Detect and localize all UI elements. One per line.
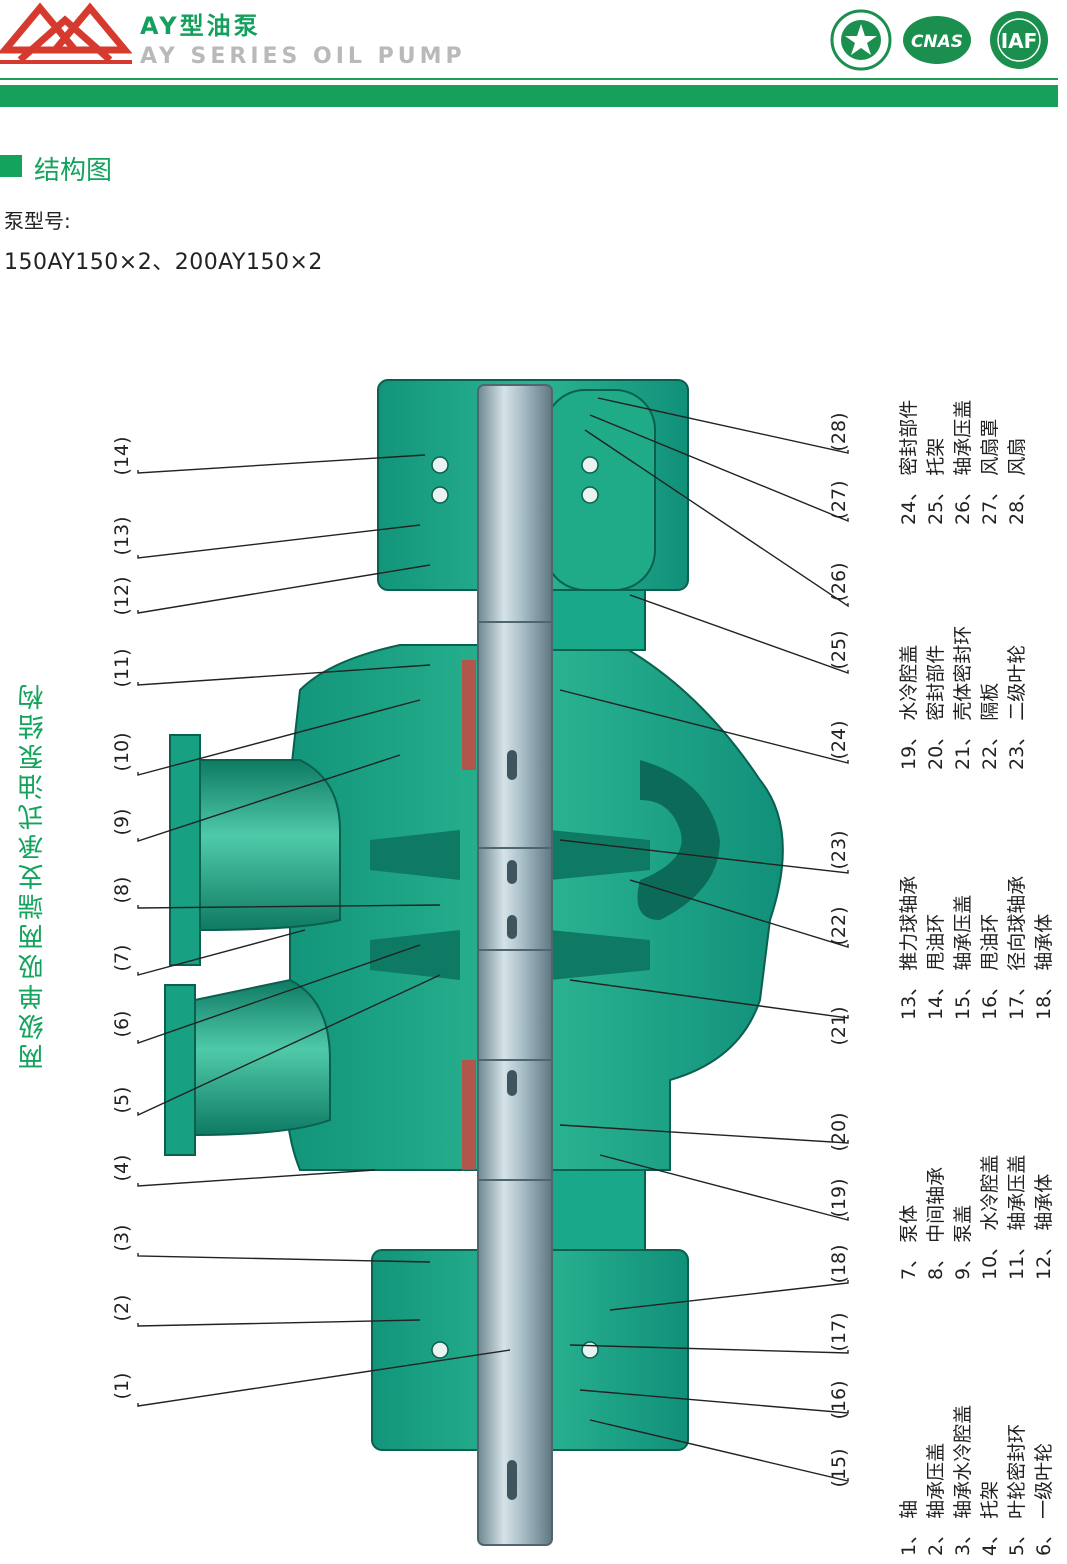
legend-item: 10、 水冷腔盖	[979, 1155, 1001, 1280]
callout-label: (21)	[828, 1006, 850, 1045]
iaf-label: IAF	[1001, 29, 1038, 53]
callout-label: (26)	[828, 562, 850, 601]
legend-item: 5、 叶轮密封环	[1006, 1424, 1028, 1556]
legend-item: 13、 推力球轴承	[898, 876, 920, 1020]
callout-label: (13)	[111, 516, 133, 555]
callout-label: (9)	[111, 809, 133, 836]
inlet-pipe	[199, 759, 341, 932]
cnas-badge-icon: CNAS	[903, 16, 971, 64]
callout-label: (28)	[828, 412, 850, 451]
upper-bracket	[544, 589, 646, 651]
parts-legend: 1、 轴 2、 轴承压盖 3、 轴承水冷腔盖 4、 托架 5、 叶轮密封环 6、…	[898, 400, 1055, 1556]
fan-cover	[544, 389, 656, 591]
legend-item: 16、 甩油环	[979, 914, 1001, 1020]
impeller-stage-2	[550, 830, 650, 880]
keyway	[507, 1460, 517, 1500]
impeller-stage-2b	[550, 930, 650, 980]
cert-seal-icon	[830, 9, 892, 71]
pump-body	[164, 379, 784, 1546]
legend-item: 17、 径向球轴承	[1006, 876, 1028, 1020]
legend-item: 23、 二级叶轮	[1006, 645, 1028, 770]
outlet-flange	[164, 984, 196, 1156]
iaf-badge-icon: IAF	[990, 11, 1048, 69]
company-logo-icon	[0, 2, 133, 64]
callout-label: (7)	[111, 945, 133, 972]
callout-label: (15)	[828, 1448, 850, 1487]
header-band	[0, 85, 1058, 107]
legend-item: 27、 风扇罩	[979, 419, 1001, 525]
model-label: 泵型号:	[4, 209, 71, 233]
legend-item: 4、 托架	[979, 1481, 1001, 1556]
seal-packing	[462, 660, 476, 770]
legend-item: 19、 水冷腔盖	[898, 645, 920, 770]
callout-label: (19)	[828, 1178, 850, 1217]
pump-shaft	[477, 384, 553, 1546]
keyway	[507, 1070, 517, 1096]
legend-item: 14、 甩油环	[925, 914, 947, 1020]
right-callouts: (28) (27) (26) (25) (24) (23) (22) (21) …	[828, 412, 850, 1487]
legend-item: 7、 泵体	[898, 1205, 920, 1280]
callout-label: (12)	[111, 576, 133, 615]
legend-item: 11、 轴承压盖	[1006, 1155, 1028, 1280]
certification-badges: CNAS IAF	[830, 9, 1048, 71]
brand-name-cn: AY型油泵	[140, 12, 261, 40]
legend-item: 25、 托架	[925, 438, 947, 525]
legend-item: 1、 轴	[898, 1500, 920, 1556]
keyway	[507, 860, 517, 884]
callout-label: (14)	[111, 436, 133, 475]
legend-item: 28、 风扇	[1006, 438, 1028, 525]
keyway	[507, 915, 517, 939]
callout-label: (3)	[111, 1225, 133, 1252]
callout-label: (25)	[828, 630, 850, 669]
callout-label: (8)	[111, 877, 133, 904]
impeller-stage-1b	[370, 930, 460, 980]
cnas-label: CNAS	[911, 32, 963, 52]
seal-packing	[462, 1060, 476, 1170]
section-square-icon	[0, 155, 22, 177]
callout-label: (24)	[828, 720, 850, 759]
legend-item: 26、 轴承压盖	[952, 400, 974, 525]
impeller-stage-1	[370, 830, 460, 880]
legend-item: 3、 轴承水冷腔盖	[952, 1405, 974, 1556]
callout-label: (4)	[111, 1155, 133, 1182]
pump-cross-section-diagram: (14) (13) (12) (11) (10) (9) (8) (7) (6)…	[111, 379, 1055, 1556]
legend-item: 15、 轴承压盖	[952, 895, 974, 1020]
leader-lines	[137, 397, 849, 1482]
callout-label: (23)	[828, 830, 850, 869]
legend-item: 12、 轴承体	[1033, 1174, 1055, 1280]
legend-item: 24、 密封部件	[898, 400, 920, 525]
legend-item: 22、 隔板	[979, 683, 1001, 770]
callout-label: (2)	[111, 1295, 133, 1322]
legend-item: 20、 密封部件	[925, 645, 947, 770]
lower-bracket	[544, 1169, 646, 1251]
bearing-balls	[431, 456, 599, 1359]
callout-label: (16)	[828, 1380, 850, 1419]
legend-item: 8、 中间轴承	[925, 1167, 947, 1280]
left-callouts: (14) (13) (12) (11) (10) (9) (8) (7) (6)…	[111, 436, 133, 1399]
legend-item: 9、 泵盖	[952, 1205, 974, 1280]
callout-label: (5)	[111, 1087, 133, 1114]
legend-item: 18、 轴承体	[1033, 914, 1055, 1020]
legend-item: 6、 一级叶轮	[1033, 1443, 1055, 1556]
brand-name-en: AY SERIES OIL PUMP	[140, 44, 466, 69]
callout-label: (22)	[828, 906, 850, 945]
callout-label: (27)	[828, 480, 850, 519]
callout-label: (6)	[111, 1011, 133, 1038]
callout-label: (1)	[111, 1373, 133, 1400]
model-value: 150AY150×2、200AY150×2	[4, 250, 323, 275]
callout-label: (11)	[111, 648, 133, 687]
volute-cavity	[637, 760, 720, 920]
legend-item: 21、 壳体密封环	[952, 626, 974, 770]
callout-label: (20)	[828, 1112, 850, 1151]
keyway	[507, 750, 517, 780]
callout-label: (18)	[828, 1244, 850, 1283]
legend-item: 2、 轴承压盖	[925, 1443, 947, 1556]
header-divider	[0, 78, 1058, 80]
inlet-flange	[169, 734, 201, 966]
section-title: 结构图	[34, 156, 113, 186]
callout-label: (10)	[111, 732, 133, 771]
callout-label: (17)	[828, 1312, 850, 1351]
